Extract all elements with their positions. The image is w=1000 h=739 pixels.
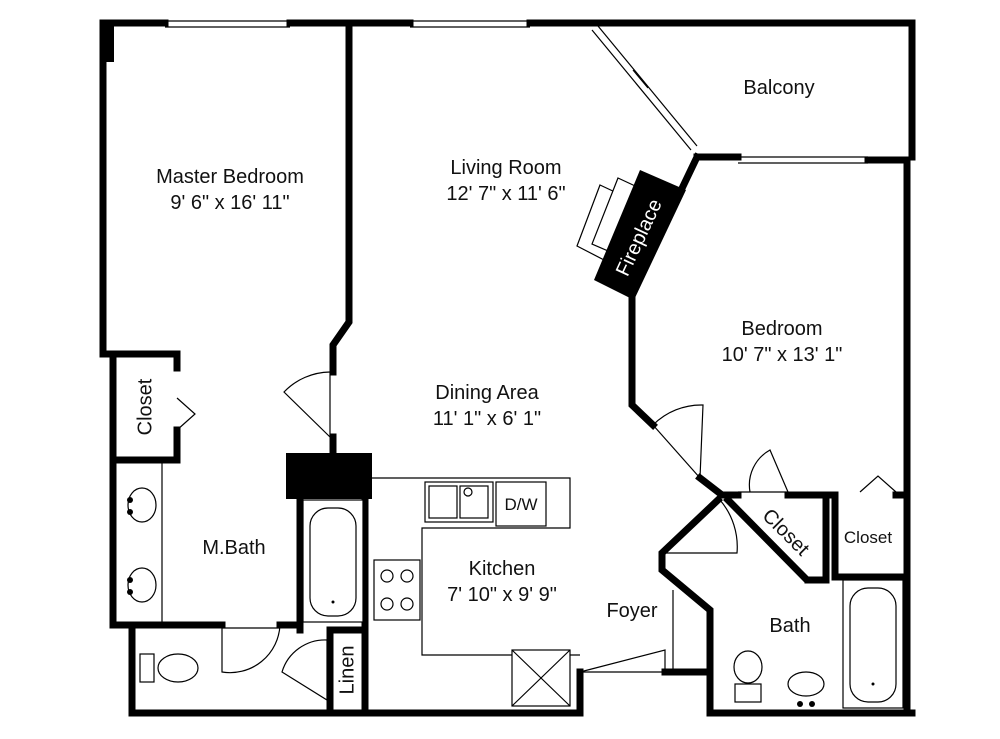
linen-label: Linen <box>336 646 358 695</box>
foyer-label: Foyer <box>606 600 657 622</box>
door-master-bedroom <box>283 371 331 438</box>
room-labels: Balcony Living Room 12' 7" x 11' 6" Mast… <box>134 77 892 694</box>
door-toilet-room <box>221 624 281 674</box>
door-bedroom <box>652 404 704 479</box>
dining-area-size: 11' 1" x 6' 1" <box>433 408 541 430</box>
fixtures: Fireplace D/W <box>127 170 904 709</box>
living-room-label: Living Room <box>450 157 561 179</box>
toilet-bath <box>733 650 763 684</box>
master-closet-label: Closet <box>134 378 156 435</box>
doors <box>176 371 897 702</box>
door-linen <box>281 639 328 702</box>
balcony-label: Balcony <box>743 77 814 99</box>
kitchen-counters: D/W <box>372 477 580 707</box>
master-bedroom-size: 9' 6" x 16' 11" <box>170 192 289 214</box>
window-bedroom <box>738 156 868 164</box>
sink-bath <box>787 671 825 697</box>
bath-fixtures <box>733 579 904 709</box>
bath-label: Bath <box>769 615 810 637</box>
fireplace: Fireplace <box>576 170 686 300</box>
master-bath-fixtures <box>127 462 364 683</box>
bedroom-closet-angled-label: Closet <box>758 505 814 561</box>
toilet-master <box>157 653 199 683</box>
dishwasher-label: D/W <box>504 495 537 514</box>
door-bedroom-closet <box>738 449 789 493</box>
m-bath-label: M.Bath <box>202 537 265 559</box>
bedroom-size: 10' 7" x 13' 1" <box>722 344 843 366</box>
door-bath <box>664 499 738 554</box>
stove <box>373 559 421 621</box>
bathtub-bath <box>842 579 904 709</box>
sink-left-1 <box>127 487 157 523</box>
master-bedroom-label: Master Bedroom <box>156 166 304 188</box>
sink-left-2 <box>127 567 157 603</box>
structural-column <box>286 453 372 499</box>
fireplace-box <box>594 170 686 300</box>
dining-area-label: Dining Area <box>435 382 539 404</box>
living-room-size: 12' 7" x 11' 6" <box>446 183 565 205</box>
bedroom-label: Bedroom <box>741 318 822 340</box>
kitchen-size: 7' 10" x 9' 9" <box>447 584 557 606</box>
bedroom-closet-label: Closet <box>844 528 892 547</box>
walls <box>99 19 916 717</box>
door-bedroom-closet-2 <box>859 475 897 493</box>
kitchen-label: Kitchen <box>469 558 536 580</box>
kitchen-sink <box>424 481 494 523</box>
door-master-closet <box>176 397 196 431</box>
door-entry <box>579 590 674 673</box>
window-living-room <box>410 20 530 28</box>
dishwasher <box>495 481 547 527</box>
window-master-bedroom <box>165 20 290 28</box>
sliding-door-balcony <box>591 25 698 151</box>
windows <box>165 20 868 164</box>
